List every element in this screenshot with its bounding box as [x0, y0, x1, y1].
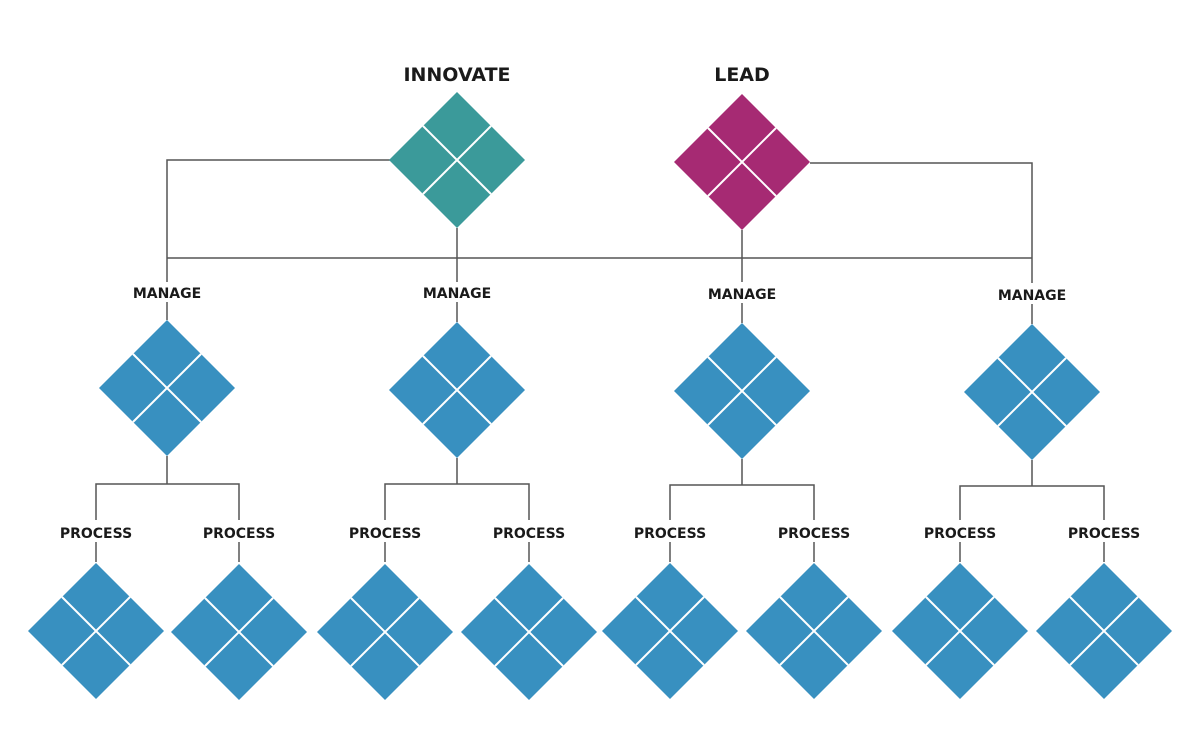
diamond-manage-4: [964, 324, 1100, 460]
label-process-2: PROCESS: [203, 526, 275, 542]
label-manage-1: MANAGE: [133, 286, 201, 302]
label-process-3: PROCESS: [349, 526, 421, 542]
connector-manage-4-branch: [959, 460, 1105, 520]
diamond-process-1: [28, 563, 164, 699]
label-process-5: PROCESS: [634, 526, 706, 542]
diamond-manage-3: [674, 323, 810, 459]
diamond-process-8: [1036, 563, 1172, 699]
label-process-6: PROCESS: [778, 526, 850, 542]
connector-lines: [95, 159, 1105, 562]
diamond-process-5: [602, 563, 738, 699]
diamond-manage-1: [99, 320, 235, 456]
label-lead: LEAD: [714, 64, 770, 86]
connector-manage-1-branch: [95, 456, 240, 520]
connector-lead-right: [810, 162, 1033, 258]
labels: INNOVATE LEAD MANAGE MANAGE MANAGE MANAG…: [60, 64, 1140, 542]
label-process-4: PROCESS: [493, 526, 565, 542]
label-process-8: PROCESS: [1068, 526, 1140, 542]
connector-manage-3-branch: [669, 459, 815, 520]
diamond-lead: [674, 94, 810, 230]
diamond-process-4: [461, 564, 597, 700]
diamond-process-6: [746, 563, 882, 699]
label-manage-3: MANAGE: [708, 287, 776, 303]
label-innovate: INNOVATE: [403, 64, 510, 86]
label-process-7: PROCESS: [924, 526, 996, 542]
connector-innovate-left: [166, 159, 390, 258]
diamond-manage-2: [389, 322, 525, 458]
diamond-process-2: [171, 564, 307, 700]
diamond-process-7: [892, 563, 1028, 699]
diamond-process-3: [317, 564, 453, 700]
label-manage-2: MANAGE: [423, 286, 491, 302]
connector-manage-2-branch: [384, 458, 530, 520]
label-manage-4: MANAGE: [998, 288, 1066, 304]
diamond-innovate: [389, 92, 525, 228]
label-process-1: PROCESS: [60, 526, 132, 542]
